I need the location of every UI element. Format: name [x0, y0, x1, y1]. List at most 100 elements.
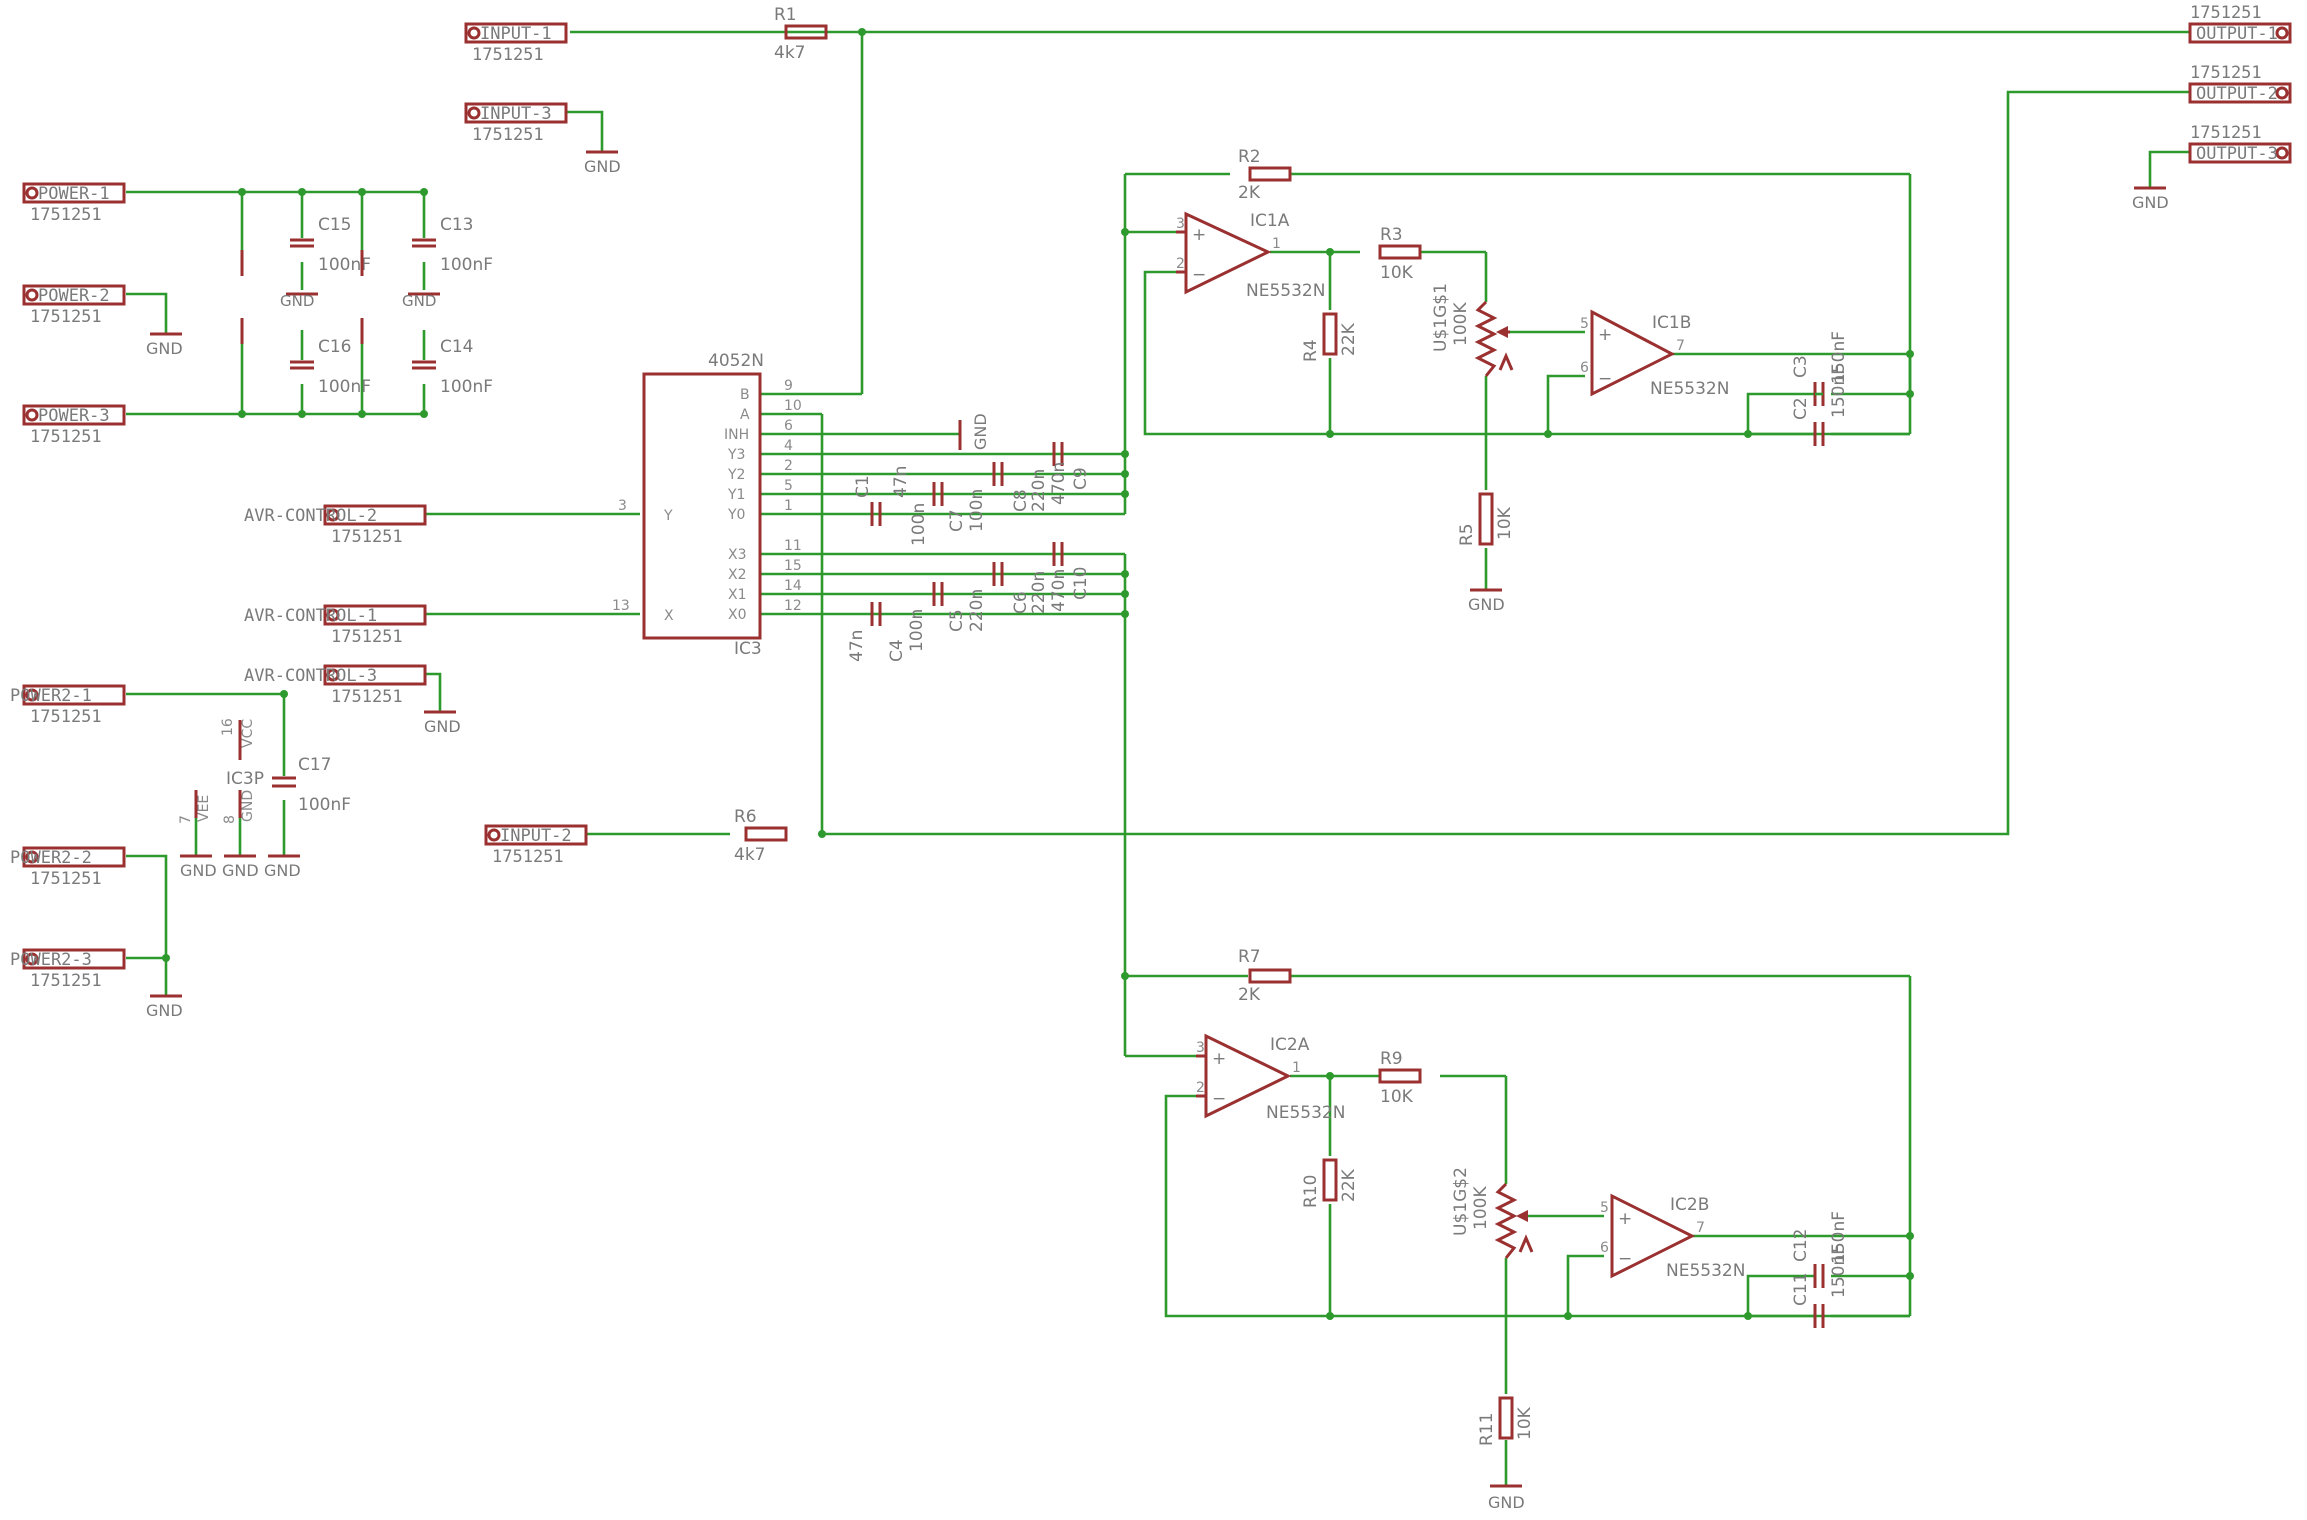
capacitor-c14: C14 100nF [412, 337, 493, 397]
svg-text:9: 9 [784, 378, 793, 394]
svg-text:10K: 10K [1380, 263, 1414, 283]
connector-label: OUTPUT-2 [2196, 84, 2278, 104]
svg-text:100nF: 100nF [298, 795, 351, 815]
svg-text:GND: GND [240, 790, 256, 822]
svg-text:150nF: 150nF [1829, 331, 1849, 384]
svg-text:10K: 10K [1515, 1406, 1535, 1440]
svg-text:10: 10 [784, 398, 802, 414]
svg-text:B: B [740, 387, 750, 403]
opamp-ic1b: + − 5 6 7 IC1B NE5532N [1580, 309, 1729, 399]
opamp-ic1a: + − 3 2 1 IC1A NE5532N [1176, 211, 1325, 301]
svg-text:100K: 100K [1471, 1186, 1491, 1230]
part-number: 1751251 [2190, 3, 2262, 23]
gnd-symbol: GND [222, 818, 259, 880]
part-number: 1751251 [30, 205, 102, 225]
svg-text:NE5532N: NE5532N [1666, 1261, 1745, 1281]
svg-text:7: 7 [1696, 1220, 1705, 1236]
svg-text:+: + [1598, 325, 1612, 345]
svg-text:C8: C8 [1011, 489, 1031, 512]
connector-label: POWER-1 [38, 184, 110, 204]
svg-text:U$1G$1: U$1G$1 [1431, 283, 1451, 352]
capacitor-c5: C5 220n [932, 582, 987, 632]
svg-text:GND: GND [222, 861, 259, 880]
part-number: 1751251 [331, 527, 403, 547]
svg-text:VCC: VCC [240, 719, 256, 748]
connector-label: POWER2-1 [10, 686, 92, 706]
capacitor-c3: C3 150nF [1791, 355, 1849, 418]
svg-text:1: 1 [1292, 1060, 1301, 1076]
svg-text:220n: 220n [1029, 469, 1049, 512]
svg-text:3: 3 [1196, 1040, 1205, 1056]
svg-text:100nF: 100nF [440, 377, 493, 397]
connector-power2-2: POWER2-2 1751251 [10, 846, 126, 889]
svg-text:C1: C1 [853, 475, 873, 498]
svg-text:−: − [1212, 1089, 1226, 1109]
potentiometer-1: U$1G$1 100K [1431, 283, 1514, 377]
connector-label: INPUT-2 [500, 826, 572, 846]
svg-text:X: X [664, 608, 674, 624]
svg-text:GND: GND [584, 157, 621, 176]
svg-text:IC2B: IC2B [1670, 1195, 1709, 1215]
part-number: 1751251 [30, 307, 102, 327]
capacitor-c11: C11 150nF [1791, 1211, 1849, 1328]
connector-power2-3: POWER2-3 1751251 [10, 948, 126, 991]
svg-text:100n: 100n [909, 503, 929, 546]
svg-text:150nF: 150nF [1829, 1245, 1849, 1298]
gnd-symbol: GND [2132, 186, 2169, 212]
resistor-r2: R2 2K [1238, 147, 1292, 203]
svg-text:2: 2 [784, 458, 793, 474]
svg-text:2: 2 [1176, 256, 1185, 272]
gnd-symbol: GND [146, 332, 183, 358]
opamp-ic2b: + − 5 6 7 IC2B NE5532N [1600, 1193, 1745, 1281]
svg-text:150nF: 150nF [1829, 365, 1849, 418]
svg-text:8: 8 [222, 815, 238, 824]
svg-text:2: 2 [1196, 1080, 1205, 1096]
capacitor-c13: C13 100nF [412, 215, 493, 275]
capacitor-c16: C16 100nF [290, 337, 371, 397]
svg-text:GND: GND [180, 861, 217, 880]
svg-text:2K: 2K [1238, 183, 1261, 203]
svg-text:7: 7 [178, 815, 194, 824]
potentiometer-2: U$1G$2 100K [1451, 1167, 1534, 1259]
connector-input-3: INPUT-3 1751251 [464, 102, 568, 145]
svg-text:GND: GND [280, 292, 314, 310]
svg-text:R4: R4 [1301, 339, 1321, 362]
svg-text:C16: C16 [318, 337, 352, 357]
svg-text:470n: 470n [1049, 569, 1069, 612]
connector-label: INPUT-1 [480, 24, 552, 44]
svg-text:−: − [1618, 1249, 1632, 1269]
svg-text:C5: C5 [947, 609, 967, 632]
resistor-r9: R9 10K [1378, 1049, 1422, 1107]
gnd-symbols: GND GND GND GND GND GND GND GND GND GND … [146, 150, 2169, 1512]
svg-text:100K: 100K [1451, 302, 1471, 346]
svg-text:GND: GND [424, 717, 461, 736]
svg-text:GND: GND [1468, 595, 1505, 614]
svg-text:+: + [1212, 1049, 1226, 1069]
svg-text:R2: R2 [1238, 147, 1261, 167]
svg-text:C17: C17 [298, 755, 332, 775]
svg-text:GND: GND [146, 1001, 183, 1020]
svg-text:IC1B: IC1B [1652, 313, 1691, 333]
svg-text:X3: X3 [728, 547, 747, 563]
svg-text:100nF: 100nF [318, 377, 371, 397]
svg-text:R9: R9 [1380, 1049, 1403, 1069]
gnd-symbol: GND [280, 292, 318, 310]
svg-text:100n: 100n [907, 609, 927, 652]
ic3-4052-mux: 4052N IC3 B A INH Y3 Y2 Y1 Y0 X3 X2 X1 X… [612, 351, 802, 659]
svg-text:+: + [1192, 225, 1206, 245]
svg-text:−: − [1598, 369, 1612, 389]
svg-text:C14: C14 [440, 337, 474, 357]
capacitor-c15: C15 100nF [290, 215, 371, 275]
svg-text:Y: Y [663, 508, 673, 524]
svg-text:14: 14 [784, 578, 802, 594]
svg-text:C6: C6 [1011, 591, 1031, 614]
part-number: 1751251 [472, 45, 544, 65]
connector-power-3: POWER-3 1751251 [22, 404, 126, 447]
svg-text:GND: GND [264, 861, 301, 880]
svg-text:GND: GND [1488, 1493, 1525, 1512]
svg-text:R11: R11 [1477, 1413, 1497, 1446]
opamp-ic2a: + − 3 2 1 IC2A NE5532N [1196, 1033, 1345, 1123]
part-number: 1751251 [2190, 63, 2262, 83]
svg-text:C15: C15 [318, 215, 352, 235]
